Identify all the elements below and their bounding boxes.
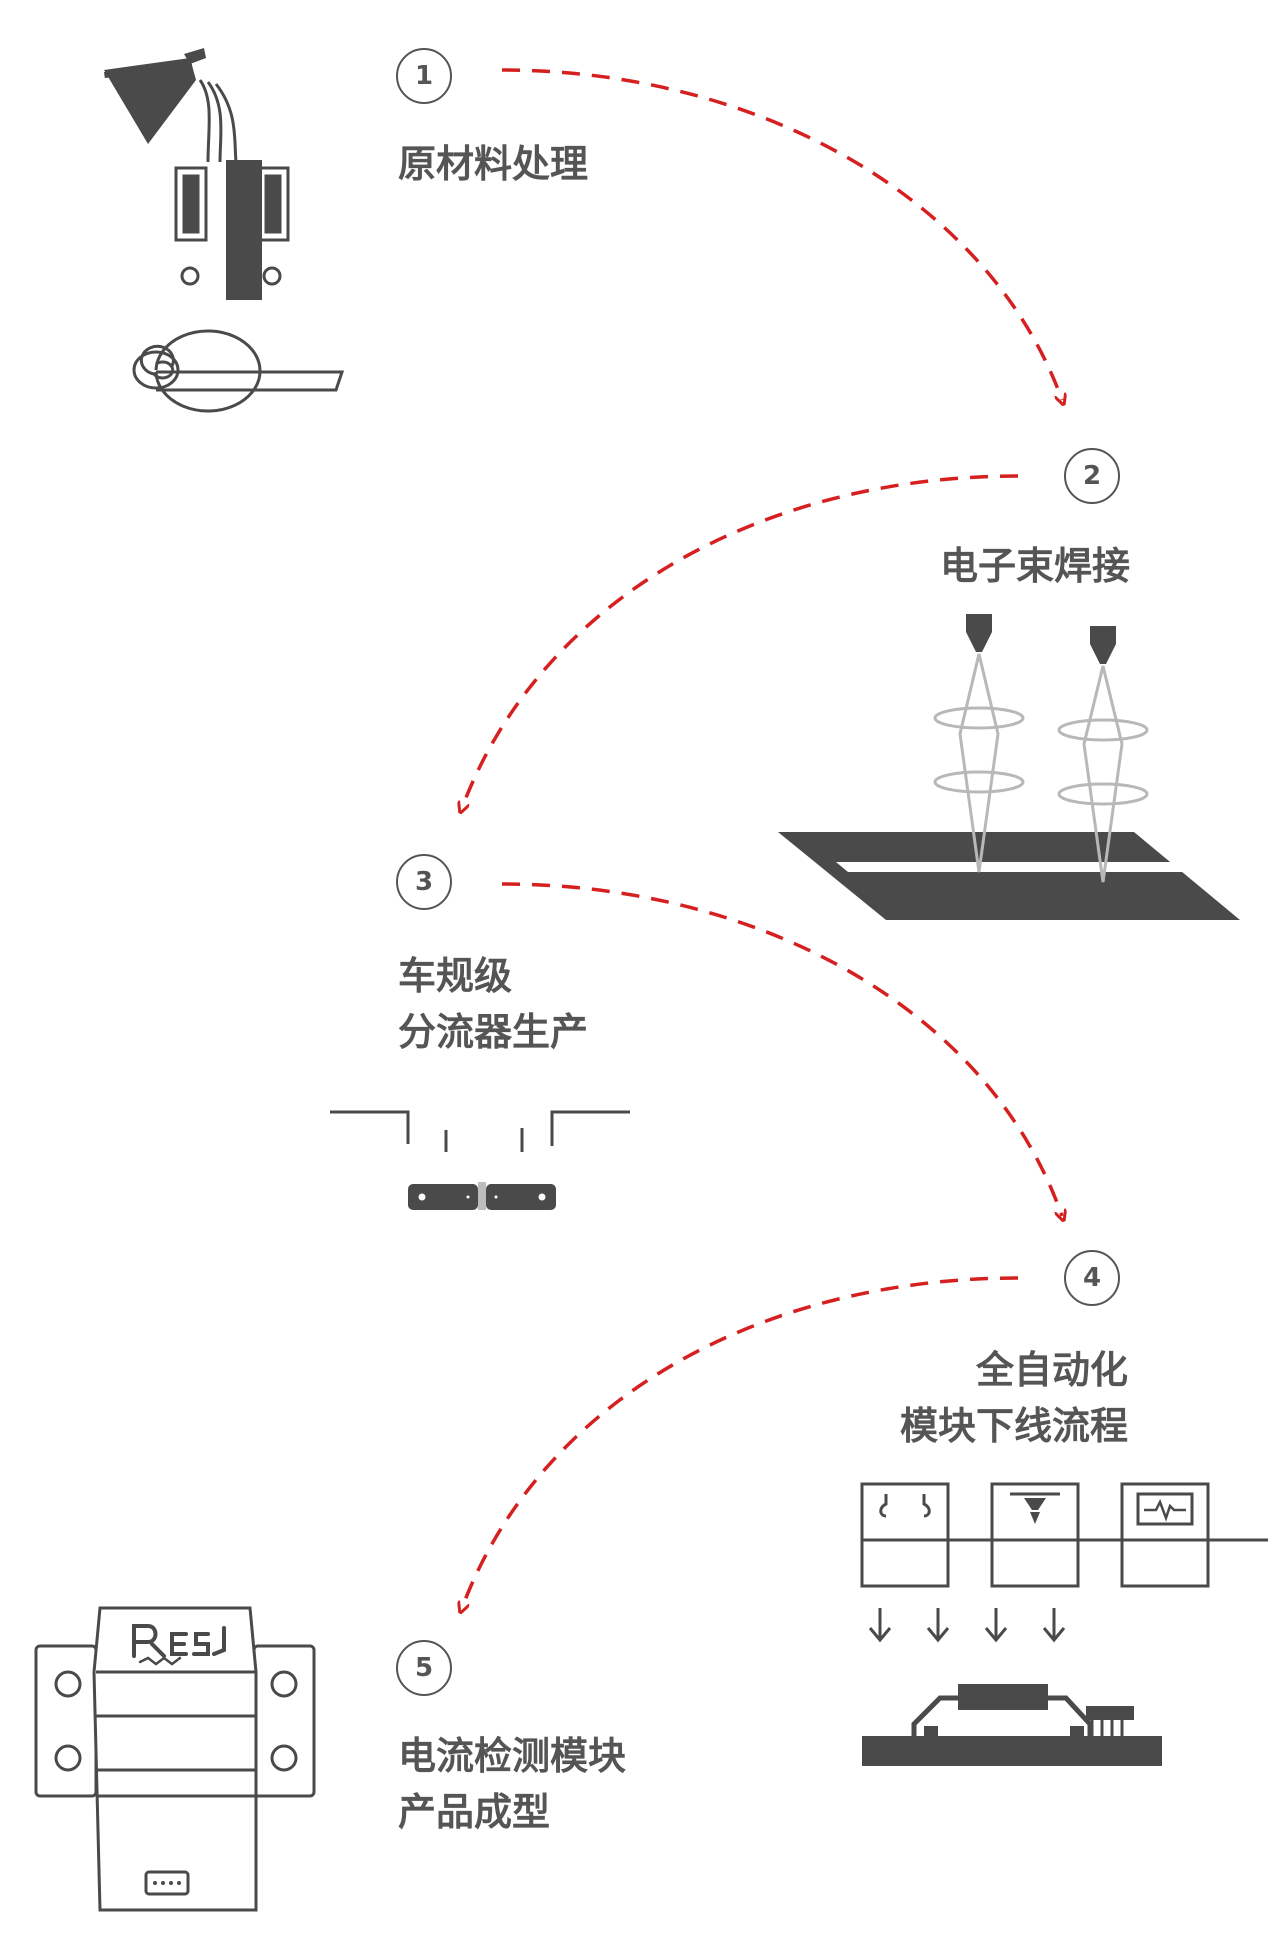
electron-beam-welding-icon xyxy=(778,614,1240,920)
step-5-label-line-2: 产品成型 xyxy=(398,1790,551,1834)
step-3-label-line-2: 分流器生产 xyxy=(398,1010,589,1054)
step-1-label-line-1: 原材料处理 xyxy=(398,142,589,186)
step-1-number: 1 xyxy=(396,48,452,104)
step-3-number: 3 xyxy=(396,854,452,910)
connector-3-to-4 xyxy=(501,882,1062,1216)
connector-1-to-2 xyxy=(501,68,1062,400)
current-sensor-module-icon xyxy=(34,1606,316,1912)
step-4-label: 全自动化 模块下线流程 xyxy=(900,1342,1128,1454)
step-4-label-line-1: 全自动化 xyxy=(975,1348,1128,1392)
step-2-number: 2 xyxy=(1064,448,1120,504)
step-2-label: 电子束焊接 xyxy=(940,538,1130,594)
step-1-label: 原材料处理 xyxy=(398,136,588,192)
brand-logo xyxy=(132,1624,226,1666)
step-5-label-line-1: 电流检测模块 xyxy=(398,1734,627,1778)
step-4-number: 4 xyxy=(1064,1250,1120,1306)
step-3-label: 车规级 分流器生产 xyxy=(398,948,588,1060)
shunt-stamping-icon xyxy=(330,1110,630,1210)
molten-metal-rolling-icon xyxy=(104,48,345,413)
connector-2-to-3 xyxy=(462,474,1019,808)
step-5-number: 5 xyxy=(396,1640,452,1696)
step-4-label-line-2: 模块下线流程 xyxy=(899,1404,1128,1448)
step-5-label: 电流检测模块 产品成型 xyxy=(398,1728,626,1840)
step-2-label-line-1: 电子束焊接 xyxy=(939,544,1130,588)
automated-assembly-line-icon xyxy=(860,1482,1268,1766)
connector-4-to-5 xyxy=(462,1276,1019,1608)
step-3-label-line-1: 车规级 xyxy=(398,954,513,998)
